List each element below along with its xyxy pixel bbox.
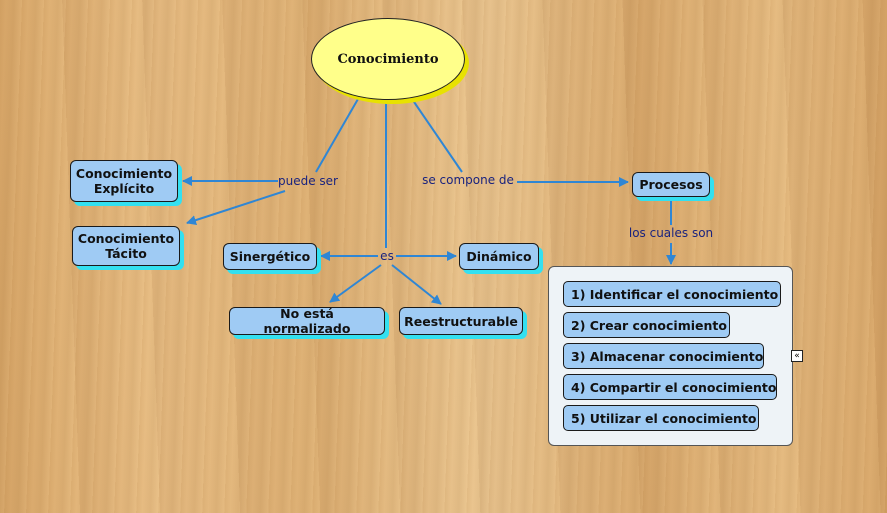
node-dinamico[interactable]: Dinámico xyxy=(459,243,539,270)
process-step-4[interactable]: 4) Compartir el conocimiento xyxy=(563,374,777,400)
process-step-3[interactable]: 3) Almacenar conocimiento xyxy=(563,343,764,369)
node-conocimiento-explicito[interactable]: Conocimiento Explícito xyxy=(70,160,178,202)
process-steps-panel: 1) Identificar el conocimiento 2) Crear … xyxy=(548,266,793,446)
link-label-se-compone-de: se compone de xyxy=(422,173,514,187)
node-sinergetico[interactable]: Sinergético xyxy=(223,243,317,270)
link-es-no-normalizado xyxy=(329,264,382,303)
process-step-2[interactable]: 2) Crear conocimiento xyxy=(563,312,730,338)
link-label-es: es xyxy=(380,249,394,263)
double-chevron-left-icon[interactable]: « xyxy=(791,350,803,362)
link-label-puede-ser: puede ser xyxy=(278,174,338,188)
link-label-los-cuales-son: los cuales son xyxy=(628,226,714,240)
link-puede-ser-tacito xyxy=(186,190,286,225)
link-root-se-compone xyxy=(411,98,463,173)
node-no-esta-normalizado[interactable]: No está normalizado xyxy=(229,306,385,336)
process-step-1[interactable]: 1) Identificar el conocimiento xyxy=(563,281,781,307)
node-conocimiento-tacito[interactable]: Conocimiento Tácito xyxy=(72,226,180,266)
link-root-puede-ser xyxy=(315,98,359,173)
process-step-5[interactable]: 5) Utilizar el conocimiento xyxy=(563,405,759,431)
node-procesos[interactable]: Procesos xyxy=(632,172,710,197)
node-reestructurable[interactable]: Reestructurable xyxy=(399,307,523,335)
link-es-reestructurable xyxy=(391,264,442,305)
root-concept-node[interactable]: Conocimiento xyxy=(311,18,465,100)
